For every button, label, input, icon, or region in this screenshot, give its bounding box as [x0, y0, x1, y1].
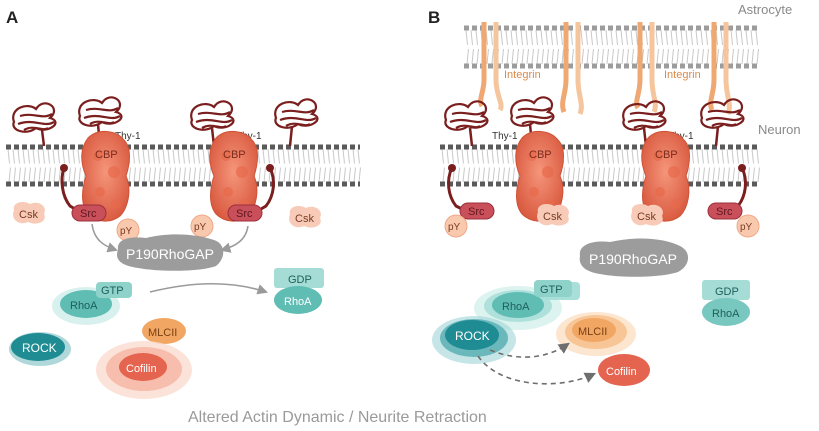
py-phospho: pY	[736, 214, 760, 238]
cbp-protein: CBP	[209, 131, 258, 222]
neuron-membrane-b	[440, 144, 760, 187]
cofilin-protein: Cofilin	[96, 341, 192, 399]
csk-label: Csk	[19, 209, 38, 221]
rock-protein: ROCK	[9, 332, 71, 366]
cbp-label: CBP	[529, 149, 552, 161]
src-kinase: Src	[707, 164, 747, 220]
p190-label: P190RhoGAP	[589, 251, 677, 267]
py-phospho: pY	[444, 214, 468, 238]
astrocyte-label: Astrocyte	[738, 2, 792, 17]
arrow-rock-cofilin	[477, 355, 597, 385]
csk-protein: Csk	[13, 202, 45, 224]
integrin-pair	[478, 22, 504, 112]
csk-protein: Csk	[537, 204, 569, 226]
gtp-label: GTP	[540, 284, 563, 296]
csk-protein: Csk	[289, 206, 321, 228]
thy1-label: Thy-1	[115, 131, 141, 142]
rhoa-gtp-complex: GTP RhoA	[52, 282, 132, 325]
neuron-membrane-a	[6, 144, 361, 187]
thy1-label: Thy-1	[492, 131, 518, 142]
mlcii-label: MLCII	[148, 327, 177, 339]
py-label: pY	[120, 226, 133, 237]
rhoa-gtp-complex: GTP RhoA	[474, 280, 580, 330]
gtp-label: GTP	[101, 285, 124, 297]
integrin-pair	[560, 22, 584, 115]
p190rhogap: P190RhoGAP	[116, 234, 224, 271]
src-label: Src	[468, 206, 485, 218]
rock-protein: ROCK	[432, 316, 516, 364]
integrin-label: Integrin	[504, 69, 541, 81]
cofilin-label: Cofilin	[126, 363, 157, 375]
src-kinase: Src	[227, 164, 275, 222]
p190-label: P190RhoGAP	[126, 246, 214, 262]
rhoa-label: RhoA	[712, 308, 740, 320]
thy1-group-a: Thy-1 Thy-1	[12, 96, 319, 147]
integrin-label: Integrin	[664, 69, 701, 81]
cbp-protein: CBP	[641, 131, 690, 222]
arrow-gtp-gdp	[149, 283, 268, 295]
thy1-knot	[12, 102, 57, 147]
gdp-label: GDP	[288, 274, 312, 286]
panel-b: B Astrocyte Integrin Integrin	[428, 2, 801, 386]
membrane-tails-b	[441, 148, 760, 183]
rock-label: ROCK	[22, 341, 57, 355]
rock-label: ROCK	[455, 329, 490, 343]
py-label: pY	[740, 222, 753, 233]
csk-label: Csk	[637, 211, 656, 223]
neuron-label: Neuron	[758, 122, 801, 137]
rhoa-gdp-complex: GDP RhoA	[274, 268, 324, 314]
panel-b-letter: B	[428, 8, 440, 27]
cbp-protein: CBP	[515, 131, 564, 222]
rhoa-label: RhoA	[70, 300, 98, 312]
csk-label: Csk	[543, 211, 562, 223]
integrin-pair	[708, 22, 732, 115]
arrow-rock-mlcii	[489, 342, 570, 358]
rhoa-label: RhoA	[284, 296, 312, 308]
cofilin-label: Cofilin	[606, 366, 637, 378]
csk-label: Csk	[295, 213, 314, 225]
cbp-protein: CBP	[81, 131, 130, 222]
cofilin-protein: Cofilin	[598, 354, 650, 386]
src-label: Src	[716, 206, 733, 218]
gdp-label: GDP	[715, 286, 739, 298]
mlcii-protein: MLCII	[142, 318, 186, 344]
py-label: pY	[448, 222, 461, 233]
src-kinase: Src	[447, 164, 495, 220]
src-kinase: Src	[60, 164, 107, 222]
thy1-knot	[700, 98, 745, 147]
cbp-label: CBP	[95, 149, 118, 161]
rhoa-gdp-complex: GDP RhoA	[702, 280, 750, 326]
src-label: Src	[236, 208, 253, 220]
arrow-src-p190	[219, 225, 249, 253]
cbp-label: CBP	[223, 149, 246, 161]
thy1-knot	[274, 98, 319, 147]
p190rhogap: P190RhoGAP	[579, 238, 689, 277]
panel-a: A Thy-1 Thy-	[6, 8, 361, 399]
src-label: Src	[80, 208, 97, 220]
panel-a-letter: A	[6, 8, 18, 27]
mlcii-protein: MLCII	[556, 312, 636, 356]
thy1-knot	[444, 100, 489, 147]
mlcii-label: MLCII	[578, 326, 607, 338]
py-label: pY	[194, 222, 207, 233]
csk-protein: Csk	[631, 204, 663, 226]
cbp-label: CBP	[655, 149, 678, 161]
integrin-pair	[634, 22, 658, 114]
rhoa-label: RhoA	[502, 301, 530, 313]
caption: Altered Actin Dynamic / Neurite Retracti…	[188, 409, 487, 426]
arrow-src-p190	[91, 223, 118, 253]
py-phospho: pY	[190, 214, 214, 238]
thy1-group-b: Thy-1 Thy-1	[444, 96, 745, 147]
